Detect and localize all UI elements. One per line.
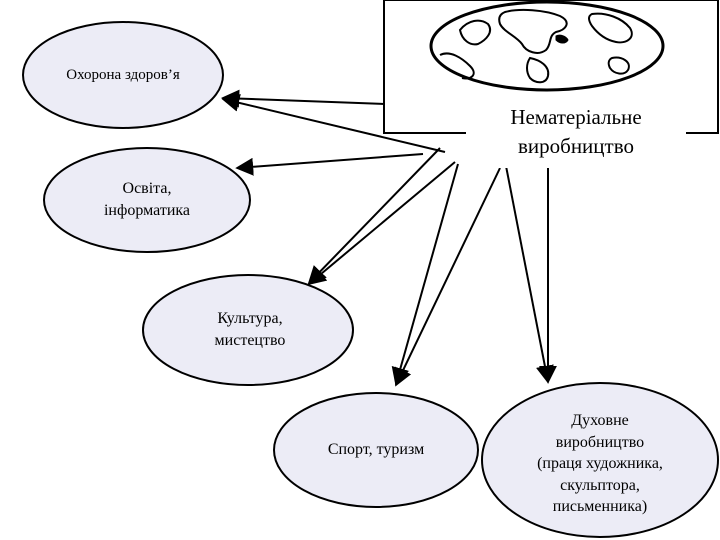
arrow-to-culture	[307, 147, 441, 285]
globe-icon	[429, 0, 665, 92]
node-label-education: Освіта, інформатика	[103, 180, 191, 219]
node-ellipse-culture	[142, 274, 354, 386]
arrow-to-spiritual	[505, 165, 554, 384]
arrow-to-sport	[391, 163, 459, 386]
arrow-to-education	[235, 153, 424, 176]
arrow-to-health	[221, 89, 387, 108]
node-ellipse-sport	[273, 392, 479, 508]
node-label-health: Охорона здоров’я	[66, 66, 180, 83]
arrow-to-culture-2	[307, 161, 456, 286]
arrow-to-sport-2	[394, 167, 501, 387]
node-ellipse-spiritual	[481, 382, 719, 538]
center-title: Нематеріальне виробництво	[466, 96, 686, 168]
node-ellipse-education	[43, 147, 251, 253]
node-label-culture: Культура, мистецтво	[214, 310, 286, 349]
node-label-sport: Спорт, туризм	[327, 441, 425, 459]
node-label-spiritual: Духовне виробництво (праця художника, ск…	[537, 412, 663, 516]
arrow-to-health-2	[221, 94, 446, 153]
node-ellipse-health	[22, 21, 224, 129]
